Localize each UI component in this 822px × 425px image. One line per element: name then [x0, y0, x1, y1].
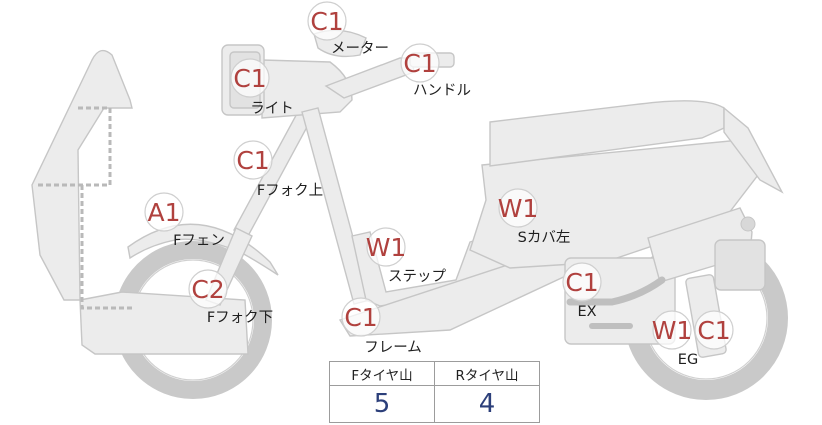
svg-text:Sカバ左: Sカバ左 — [518, 229, 571, 246]
part-handle: C1 ハンドル — [400, 43, 471, 99]
part-exhaust: C1 EX — [562, 262, 602, 320]
svg-text:ステップ: ステップ — [388, 268, 446, 285]
svg-text:C2: C2 — [191, 275, 224, 304]
svg-text:C1: C1 — [565, 268, 598, 297]
svg-text:W1: W1 — [652, 316, 693, 345]
tire-tread-value-row: 5 4 — [329, 385, 540, 423]
svg-text:A1: A1 — [147, 198, 180, 227]
tire-tread-header-row: Fタイヤ山 Rタイヤ山 — [329, 361, 540, 386]
part-frame: C1 フレーム — [341, 297, 422, 356]
rear-tread-value: 4 — [434, 385, 540, 423]
part-light: C1 ライト — [230, 58, 294, 117]
svg-text:C1: C1 — [344, 303, 377, 332]
front-tread-value: 5 — [329, 385, 435, 423]
svg-text:C1: C1 — [236, 146, 269, 175]
svg-text:C1: C1 — [233, 64, 266, 93]
part-step: W1 ステップ — [366, 227, 446, 285]
svg-text:C1: C1 — [697, 316, 730, 345]
svg-text:C1: C1 — [403, 49, 436, 78]
svg-text:フレーム: フレーム — [364, 340, 422, 356]
svg-text:C1: C1 — [310, 7, 343, 36]
front-cowl — [31, 49, 249, 355]
svg-text:Fフェン: Fフェン — [173, 233, 225, 249]
svg-text:ライト: ライト — [250, 101, 294, 117]
part-front-fender: A1 Fフェン — [144, 192, 225, 249]
svg-text:EG: EG — [678, 352, 698, 368]
front-tread-header: Fタイヤ山 — [329, 361, 435, 386]
part-fork-upper: C1 Fフォク上 — [233, 140, 323, 199]
svg-text:W1: W1 — [366, 233, 407, 262]
part-fork-lower: C2 Fフォク下 — [188, 269, 273, 326]
part-meter: C1 メーター — [307, 1, 389, 57]
part-side-cover-left: W1 Sカバ左 — [498, 188, 571, 246]
svg-text:ハンドル: ハンドル — [413, 83, 471, 99]
rear-tread-header: Rタイヤ山 — [434, 361, 540, 386]
svg-text:Fフォク下: Fフォク下 — [207, 309, 273, 326]
front-fender — [127, 223, 279, 276]
part-engine: W1 C1 EG — [652, 310, 734, 368]
svg-text:EX: EX — [577, 304, 596, 320]
tire-tread-table: Fタイヤ山 Rタイヤ山 5 4 — [329, 361, 540, 423]
svg-text:メーター: メーター — [331, 40, 389, 57]
svg-text:Fフォク上: Fフォク上 — [257, 182, 323, 199]
svg-text:W1: W1 — [498, 194, 539, 223]
seat — [489, 100, 784, 194]
